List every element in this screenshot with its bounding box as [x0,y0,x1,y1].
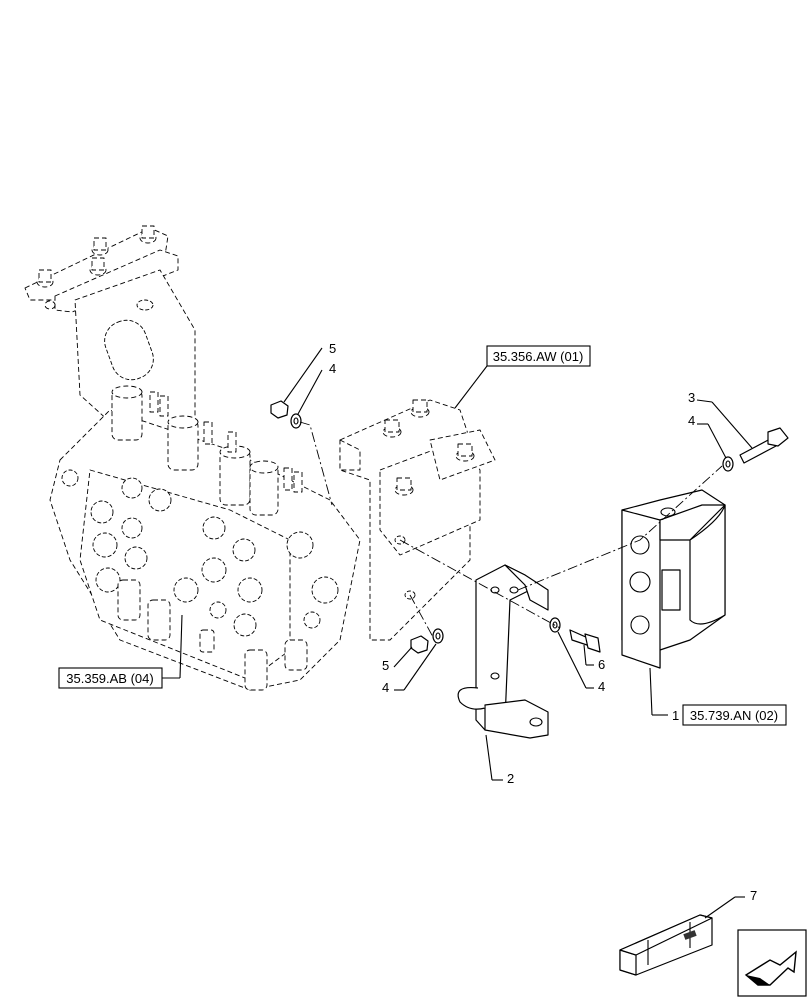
callout-4-upper: 4 [329,361,336,376]
reference-box-left[interactable]: 35.359.AB (04) [58,667,163,689]
callout-7: 7 [750,888,757,903]
reference-label-top[interactable]: 35.356.AW (01) [493,349,584,364]
leader-ref-left-2 [179,614,183,679]
callout-2: 2 [507,771,514,786]
callout-4-right: 4 [688,413,695,428]
reference-box-top[interactable]: 35.356.AW (01) [486,345,591,367]
leader-ref-right-2 [649,667,653,716]
callout-4-lower-right: 4 [598,679,605,694]
reference-box-right[interactable]: 35.739.AN (02) [682,704,787,726]
callout-3: 3 [688,390,695,405]
l-bracket-part-2 [457,564,549,739]
callouts: 5 4 1 2 3 4 5 4 6 4 7 [283,341,757,919]
assembly-lines [299,421,723,638]
kit-box-icon [619,914,713,976]
support-bracket [339,399,496,641]
reference-label-right[interactable]: 35.739.AN (02) [690,708,778,723]
navigation-arrow-icon[interactable] [737,929,807,997]
callout-1: 1 [672,708,679,723]
callout-5-lower: 5 [382,658,389,673]
control-valve-assembly [24,225,361,691]
reference-label-left[interactable]: 35.359.AB (04) [66,671,153,686]
callout-6: 6 [598,657,605,672]
leader-ref-top [454,365,488,409]
hardware [270,400,789,654]
callout-5-upper: 5 [329,341,336,356]
lever-block-part-1 [621,489,726,669]
callout-4-lower-left: 4 [382,680,389,695]
